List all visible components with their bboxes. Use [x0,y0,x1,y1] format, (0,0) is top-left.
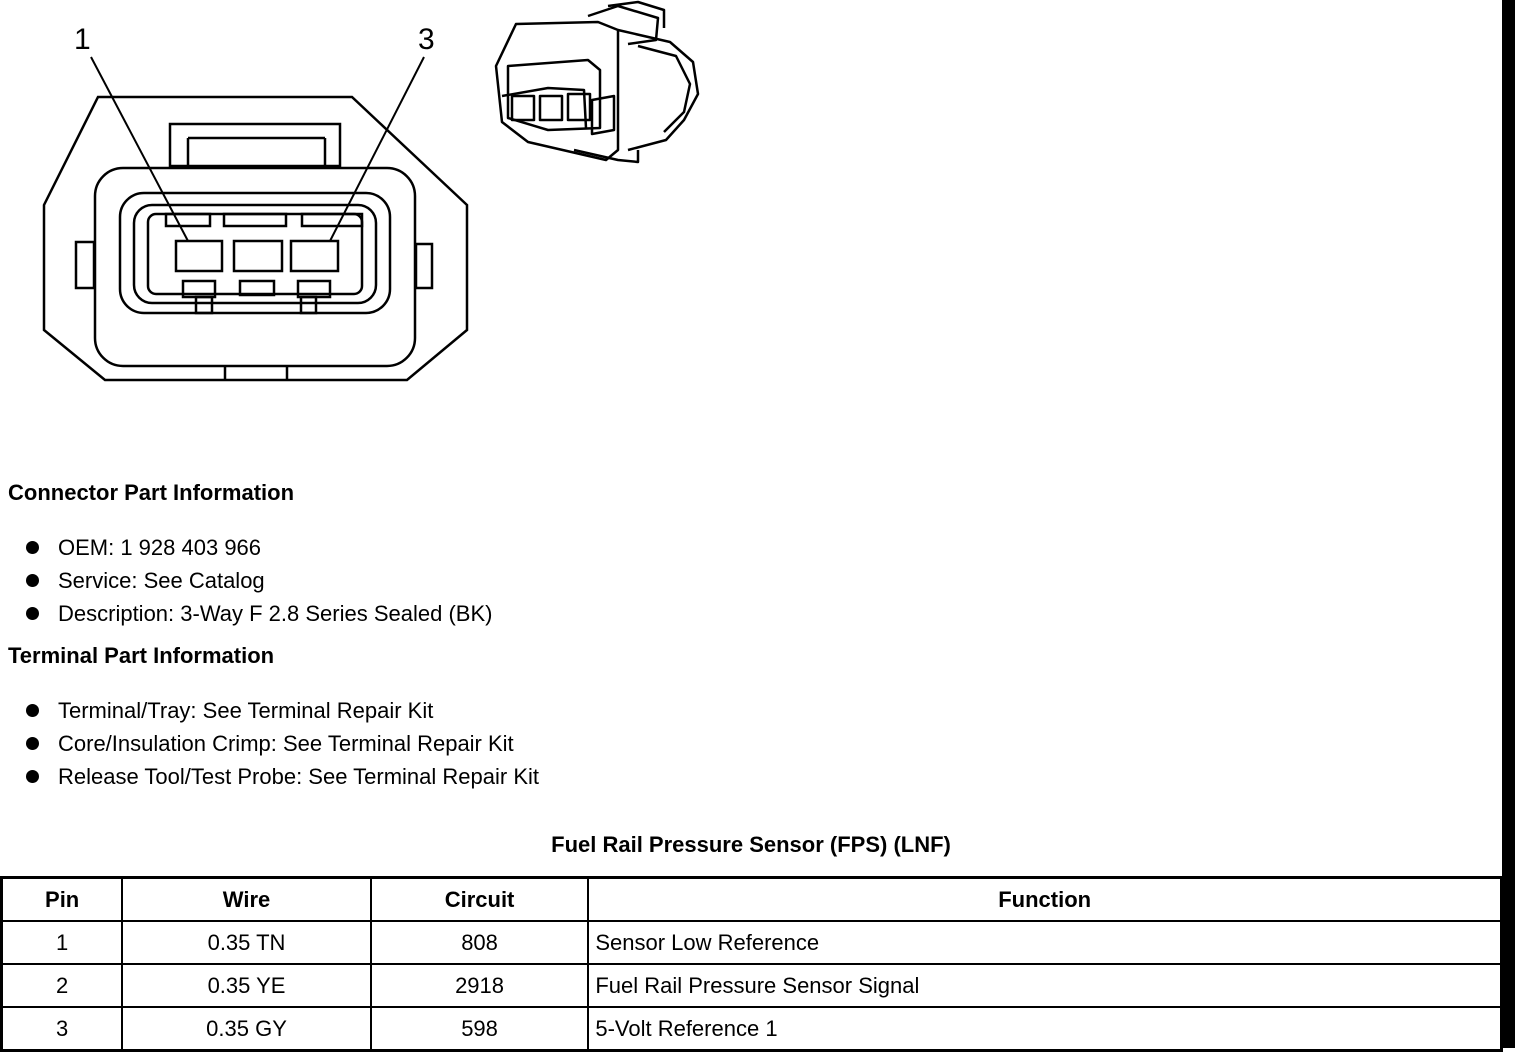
connector-side-tab-left [74,240,96,290]
column-header-function: Function [587,876,1504,922]
table-row: 2 0.35 YE 2918 Fuel Rail Pressure Sensor… [0,963,1504,1008]
cell-function: 5-Volt Reference 1 [587,1006,1504,1052]
cell-pin: 1 [0,920,124,965]
terminal-part-information-title: Terminal Part Information [8,643,275,668]
cell-function: Sensor Low Reference [587,920,1504,965]
bullet-icon [26,737,39,750]
bullet-icon [26,541,39,554]
table-row: 3 0.35 GY 598 5-Volt Reference 1 [0,1006,1504,1052]
list-item: OEM: 1 928 403 966 [24,531,492,564]
connector-part-information-title: Connector Part Information [8,480,295,505]
terminal-cavity-3 [289,239,340,273]
connector-side-tab-right [414,242,434,290]
column-header-pin: Pin [0,876,124,922]
column-header-circuit: Circuit [369,876,590,922]
table-header-row: Pin Wire Circuit Function [0,876,1504,922]
terminal-part-information-list: Terminal/Tray: See Terminal Repair Kit C… [24,694,539,793]
pin-3-label: 3 [418,23,435,56]
bullet-icon [26,704,39,717]
pin-1-label: 1 [74,23,91,56]
column-header-wire: Wire [121,876,372,922]
cell-pin: 2 [0,963,124,1008]
pin-3-leader [329,56,425,242]
connector-latch [168,122,342,168]
cell-circuit: 808 [369,920,590,965]
cell-wire: 0.35 GY [121,1006,372,1052]
bullet-icon [26,770,39,783]
cell-pin: 3 [0,1006,124,1052]
pin-table: Pin Wire Circuit Function 1 0.35 TN 808 … [0,876,1504,1052]
cell-wire: 0.35 TN [121,920,372,965]
connector-face-diagram: 1 3 [42,23,469,382]
list-item: Service: See Catalog [24,564,492,597]
cell-circuit: 2918 [369,963,590,1008]
bullet-icon [26,607,39,620]
bullet-icon [26,574,39,587]
list-item: Core/Insulation Crimp: See Terminal Repa… [24,727,539,760]
list-item: Release Tool/Test Probe: See Terminal Re… [24,760,539,793]
list-item: Description: 3-Way F 2.8 Series Sealed (… [24,597,492,630]
terminal-cavity-1 [174,239,224,273]
cell-wire: 0.35 YE [121,963,372,1008]
connector-housing-outline [42,95,469,382]
pin-1-leader [90,56,189,242]
page-edge-rule [1502,0,1515,1048]
list-item: Terminal/Tray: See Terminal Repair Kit [24,694,539,727]
connector-illustration [494,0,700,164]
connector-part-information-list: OEM: 1 928 403 966 Service: See Catalog … [24,531,492,630]
cell-function: Fuel Rail Pressure Sensor Signal [587,963,1504,1008]
cell-circuit: 598 [369,1006,590,1052]
table-row: 1 0.35 TN 808 Sensor Low Reference [0,920,1504,965]
terminal-cavity-2 [232,239,284,273]
connector-inner-body [93,166,417,368]
pin-table-title: Fuel Rail Pressure Sensor (FPS) (LNF) [551,832,951,857]
